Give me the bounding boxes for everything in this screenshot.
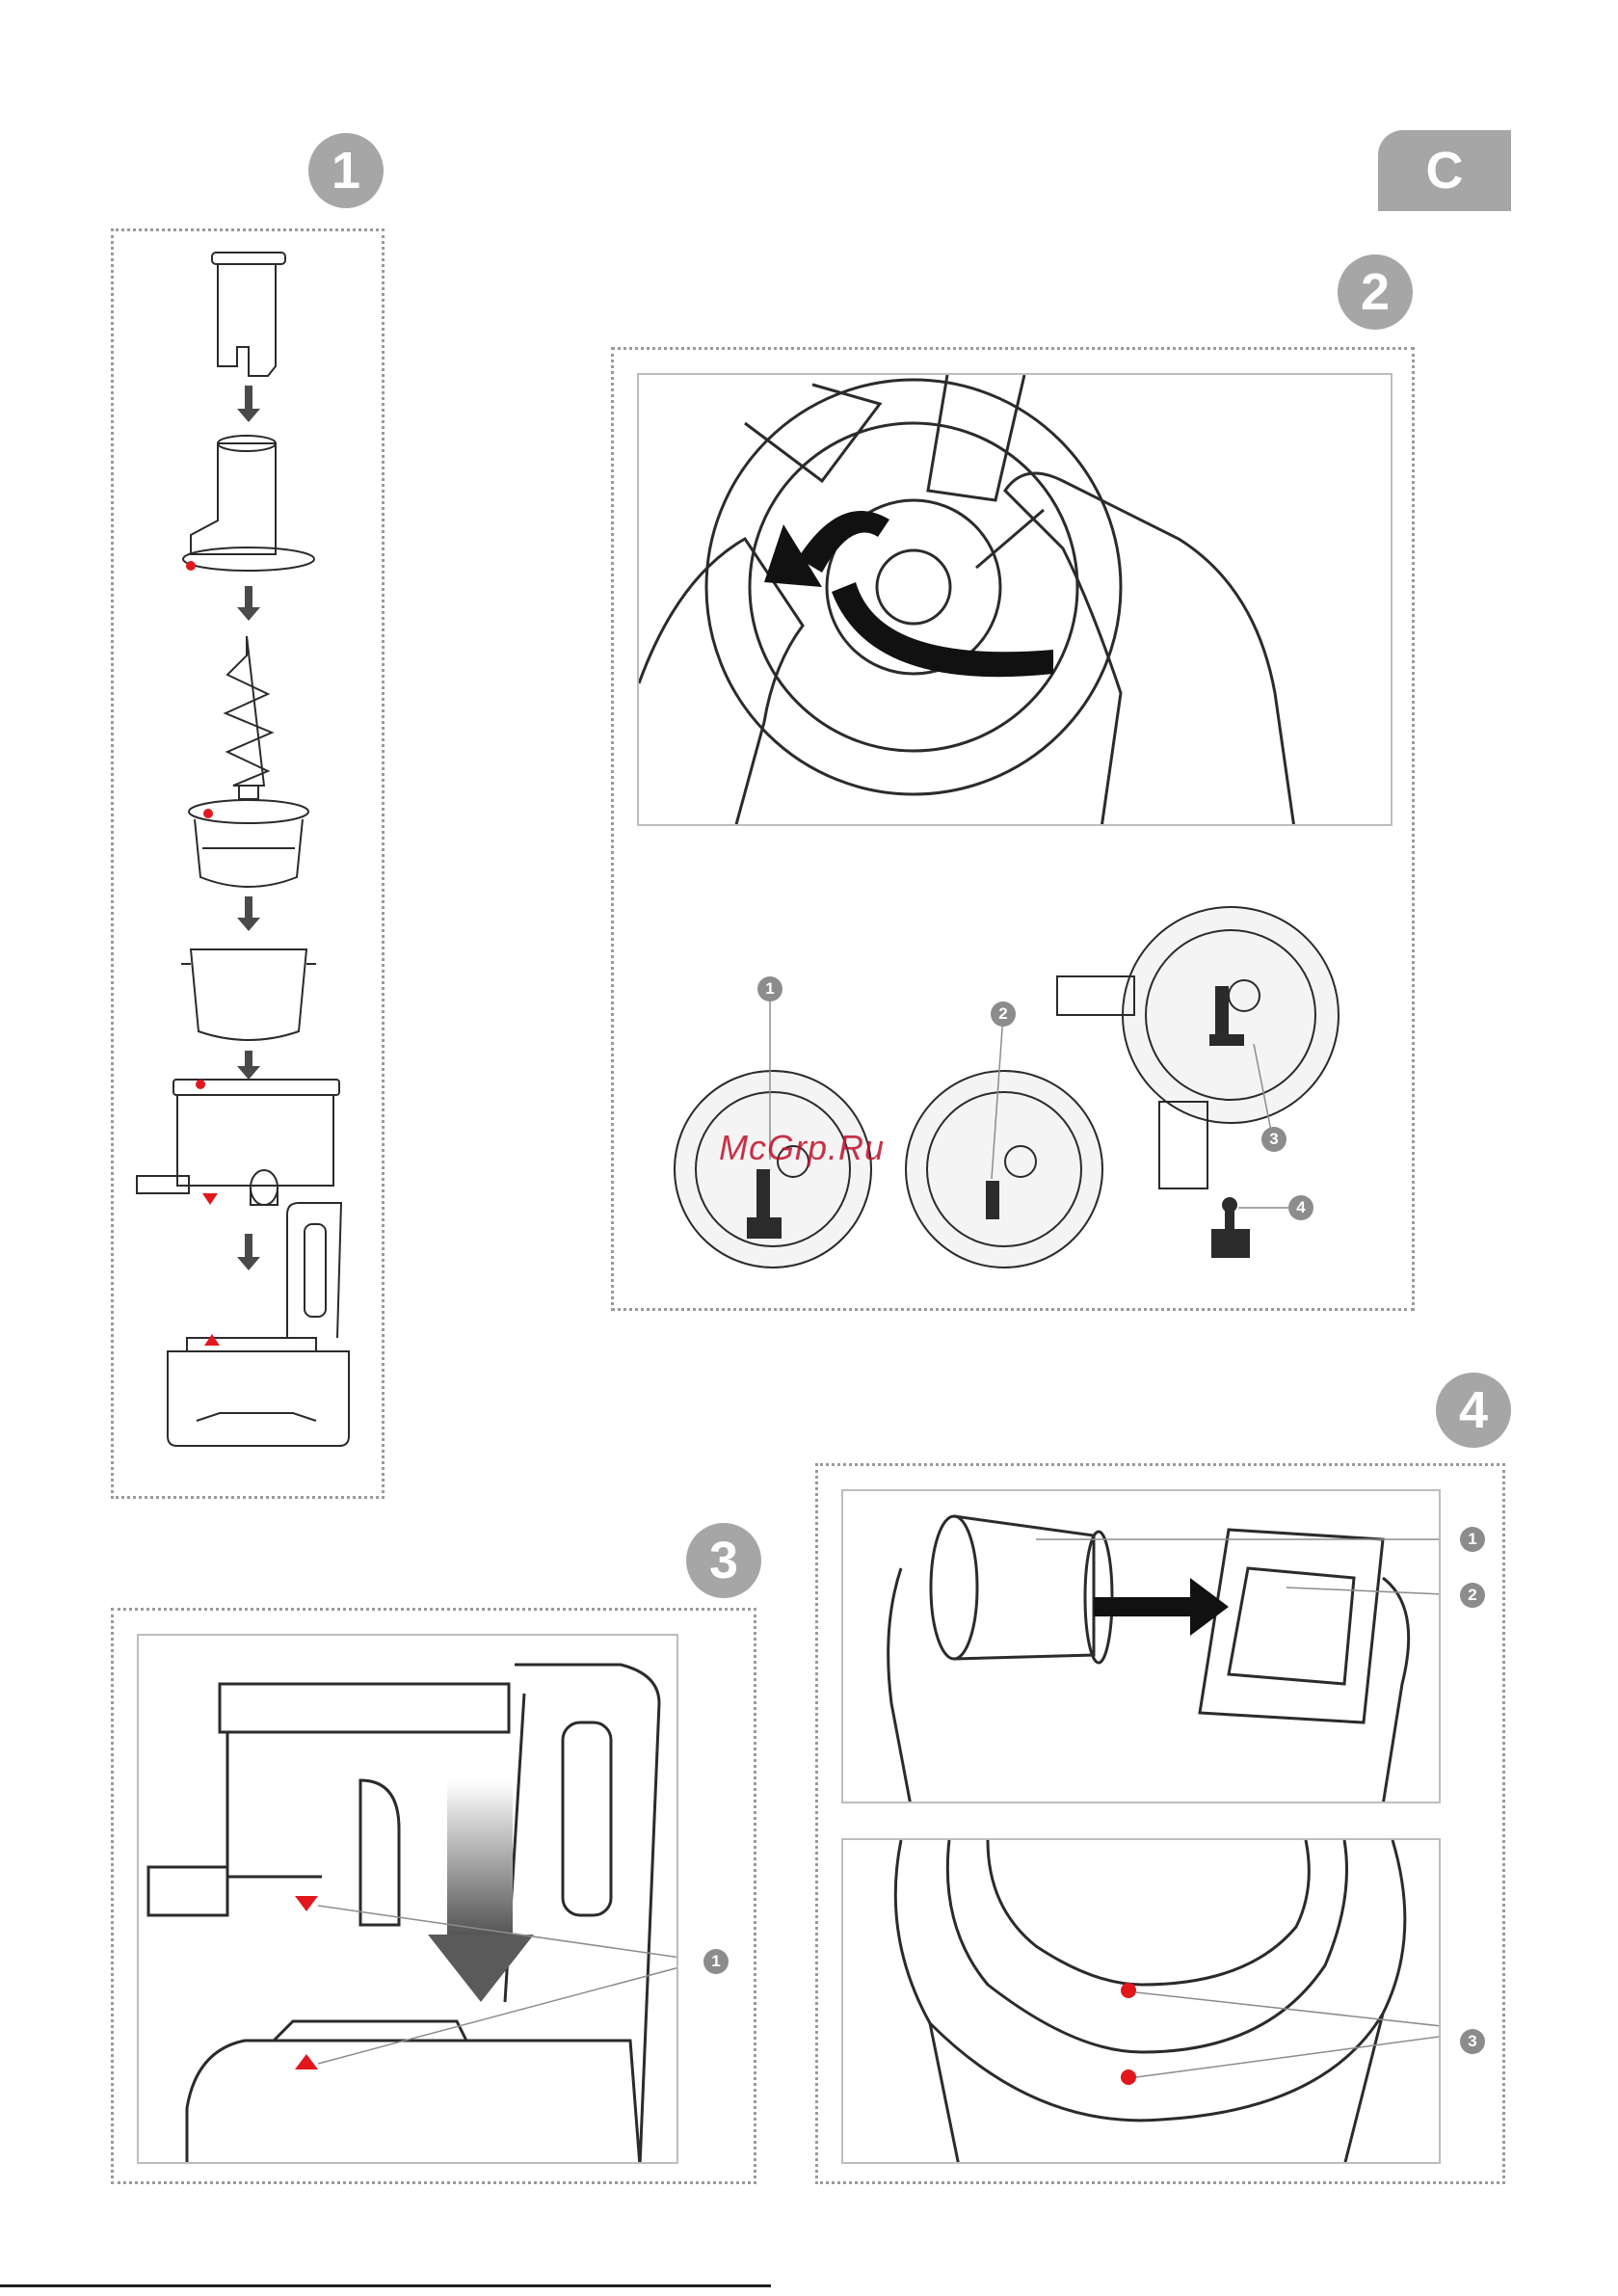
step-2-callout-3: 3	[1261, 1127, 1286, 1152]
step-3-photo-frame	[137, 1634, 678, 2164]
step-4-photo-frame-bottom	[841, 1838, 1441, 2164]
step-4-panel: 1 2 3	[815, 1463, 1505, 2184]
section-tab: C	[1378, 130, 1511, 211]
step-3-badge: 3	[686, 1523, 761, 1598]
step-4-callout-2: 2	[1460, 1583, 1485, 1608]
lock-positions-illustration	[614, 350, 1418, 1314]
page-bottom-rule	[0, 2284, 771, 2287]
mount-bowl-illustration	[139, 1636, 678, 2164]
step-2-badge: 2	[1338, 254, 1413, 330]
step-4-callout-3: 3	[1460, 2029, 1485, 2054]
watermark-text: McGrp.Ru	[719, 1128, 885, 1168]
step-2-callout-4: 4	[1288, 1195, 1313, 1220]
separate-brush-illustration	[843, 1491, 1441, 1803]
step-4-badge: 4	[1436, 1373, 1511, 1448]
step-1-panel	[111, 228, 385, 1499]
step-1-badge: 1	[308, 133, 384, 208]
step-4-callout-1: 1	[1460, 1527, 1485, 1552]
step-2-callout-2: 2	[991, 1001, 1016, 1027]
assembly-exploded-illustration	[114, 231, 387, 1502]
step-3-panel: 1	[111, 1608, 756, 2184]
section-label: C	[1426, 141, 1464, 200]
step-2-callout-1: 1	[757, 976, 782, 1001]
step-3-callout-1: 1	[703, 1949, 729, 1974]
step-4-photo-frame-top	[841, 1489, 1441, 1803]
align-markers-illustration	[843, 1840, 1441, 2164]
